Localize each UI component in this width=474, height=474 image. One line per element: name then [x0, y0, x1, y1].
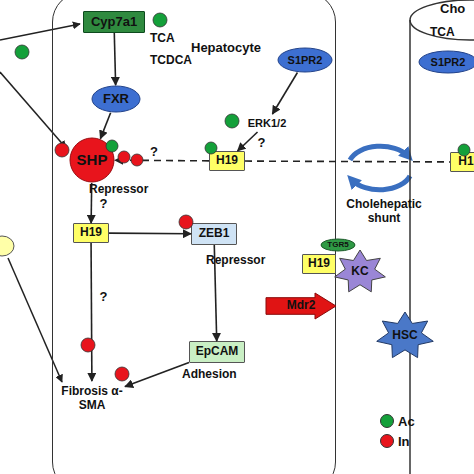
node-note: Repressor	[206, 254, 286, 268]
legend-swatch	[380, 434, 394, 448]
activation-dot	[458, 144, 470, 156]
receptor-ellipse: S1PR2	[418, 50, 474, 74]
edge-label: ?	[258, 136, 266, 149]
arrow-connector	[114, 33, 115, 85]
activation-dot	[106, 140, 118, 152]
node-label: S1PR2	[277, 54, 333, 67]
node-label: FXR	[91, 92, 141, 107]
edge-label: ?	[99, 290, 107, 303]
dashed-connector	[115, 159, 209, 161]
activation-dot	[15, 45, 29, 59]
node-label: KC	[334, 265, 386, 279]
ellipse-outline	[92, 86, 140, 112]
metabolite-label: TCA	[430, 26, 474, 40]
ellipse-outline	[321, 239, 355, 251]
factor-box: ZEB1Repressor	[191, 223, 237, 245]
leader-lines	[0, 24, 80, 382]
inhibition-dot	[81, 338, 95, 352]
legend-text: In	[398, 435, 410, 448]
repressor-circle: SHPRepressor	[69, 137, 115, 183]
star-outline	[377, 312, 434, 358]
node-label: H1	[451, 155, 474, 169]
node-label: H19	[210, 154, 244, 168]
circular-arrow	[350, 146, 408, 160]
circular-arrow	[352, 176, 410, 190]
arrow-connector	[238, 132, 258, 151]
outcome-label: Fibrosis α-SMA	[59, 381, 125, 417]
metabolite-label: TCDCA	[150, 54, 210, 68]
activation-dot	[225, 114, 239, 128]
rna-box: H1	[450, 152, 474, 172]
rna-box: H19	[302, 254, 336, 274]
cell-outline: HepatocyteCyp7a1FXRS1PR2ERK1/2SHPRepress…	[52, 0, 336, 474]
ellipse-outline	[419, 51, 474, 73]
node-label: EpCAM	[190, 345, 244, 359]
node-label: H19	[74, 226, 108, 240]
node-label: S1PR2	[418, 56, 474, 69]
leader-line	[8, 258, 62, 382]
edge-label: ?	[99, 197, 107, 210]
ellipse-outline	[70, 138, 114, 182]
cylinder-top	[410, 0, 474, 40]
inhibition-dot	[179, 215, 193, 229]
node-label: H19	[303, 257, 335, 271]
node-label: Hepatocyte	[191, 41, 291, 56]
node-label: SHP	[69, 151, 115, 168]
partial-symbol	[0, 236, 14, 256]
protein-box: EpCAMAdhesion	[189, 341, 245, 363]
cell-cylinder: ChoS1PR2H1	[410, 0, 474, 474]
receptor-ellipse: FXR	[91, 85, 141, 113]
node-label: Mdr2	[266, 299, 336, 313]
cell-star: KC	[334, 250, 386, 294]
receptor-ellipse: TGR5	[320, 238, 356, 252]
inhibition-dot	[55, 143, 69, 157]
arrow-connector	[272, 73, 297, 114]
node-note: Repressor	[89, 183, 169, 197]
node-note: Adhesion	[182, 368, 262, 382]
arrow-connector	[125, 363, 189, 387]
activation-dot	[205, 142, 217, 154]
node-label: Cho	[440, 2, 474, 17]
edge-label: ?	[150, 145, 158, 158]
node-label: Cyp7a1	[84, 15, 144, 30]
arrow-connector	[214, 245, 216, 341]
leader-line	[0, 24, 80, 40]
star-outline	[335, 250, 386, 292]
arrow-connector	[100, 113, 110, 139]
activation-dot	[153, 13, 167, 27]
kinase-label: ERK1/2	[243, 114, 291, 132]
inhibition-dot	[131, 154, 143, 166]
dashed-connector	[245, 160, 450, 162]
node-label: Fibrosis α-SMA	[59, 385, 125, 413]
inhibition-dot	[118, 151, 130, 163]
leader-line	[0, 72, 66, 148]
shunt-arrows	[350, 146, 410, 190]
rna-box: H19	[73, 223, 109, 243]
inhibition-dot	[115, 367, 129, 381]
process-label: Cholehepatic shunt	[336, 198, 432, 226]
rna-box: H19	[209, 151, 245, 171]
arrow-connector	[90, 183, 92, 223]
ellipse-outline	[278, 48, 332, 72]
gene-box: Cyp7a1	[83, 11, 145, 33]
arrow-connector	[109, 232, 191, 234]
cylinder-side	[409, 20, 411, 474]
node-label: ERK1/2	[243, 117, 291, 130]
cell-star: HSC	[376, 312, 434, 360]
arrow-connector	[90, 243, 92, 381]
node-label: ZEB1	[192, 227, 236, 241]
receptor-ellipse: S1PR2	[277, 47, 333, 73]
legend-text: Ac	[398, 415, 415, 428]
transporter-arrow: Mdr2	[266, 293, 336, 319]
legend-swatch	[380, 414, 394, 428]
node-label: HSC	[376, 329, 434, 343]
arrow-outline	[266, 293, 336, 319]
node-label: TGR5	[320, 240, 356, 249]
